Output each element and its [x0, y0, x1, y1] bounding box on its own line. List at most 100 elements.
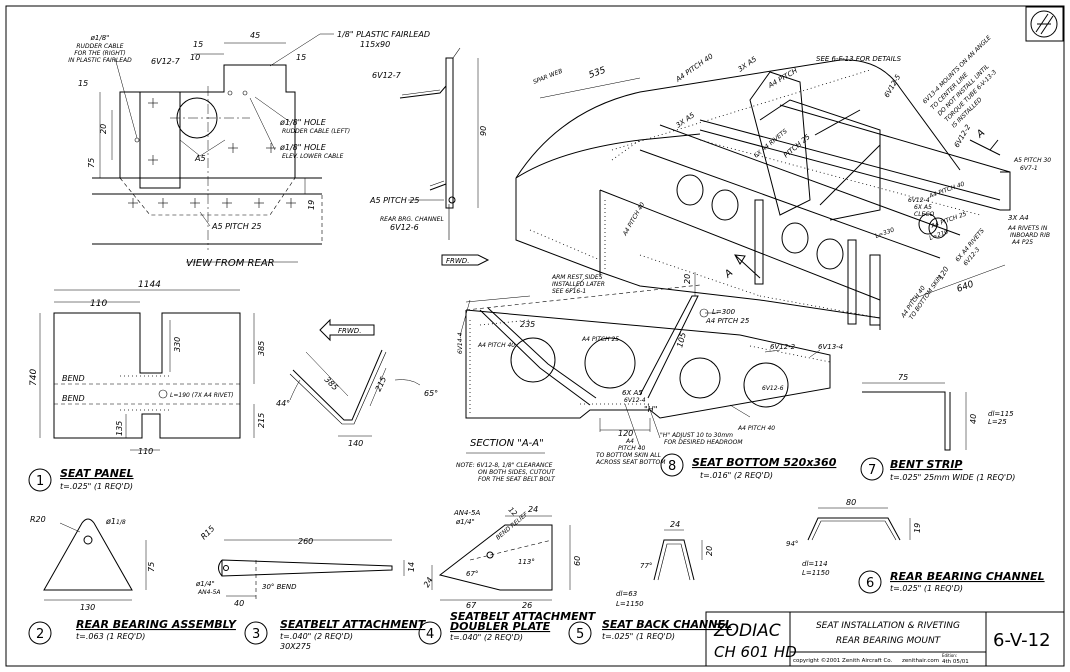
zenith-logo-icon	[1025, 6, 1064, 42]
panel-dim-110b: 110	[138, 447, 153, 456]
pitch-label: A5 PITCH 25	[211, 222, 262, 231]
iso-l210: L=210	[928, 228, 949, 241]
item-7-number: 7	[868, 463, 876, 478]
iso-a4p40-side: A4 PITCH 40	[621, 201, 646, 238]
dim-20: 20	[99, 124, 108, 134]
iso-cleco-3: CLECO	[914, 211, 935, 218]
side-detail	[399, 47, 490, 266]
arm-rest-3: SEE 6F16-1	[552, 288, 586, 295]
profile-angle-44: 44°	[276, 399, 290, 408]
sec-dim-235: 235	[520, 320, 535, 329]
item-3-size: 30X275	[280, 642, 311, 651]
rbc-dim-19: 19	[913, 523, 922, 533]
iso-a4p40a: A4 PITCH 40	[674, 52, 715, 84]
iso-a4p40b: A4 PITCH 40	[927, 181, 965, 201]
fairlead-label: 1/8" PLASTIC FAIRLEAD	[337, 30, 430, 39]
isometric-view	[515, 59, 1011, 330]
strip-dl-1: dl=115	[988, 410, 1014, 418]
iso-6v12-5: 6V12-5	[883, 73, 903, 99]
dim-45: 45	[250, 31, 260, 40]
iso-riv-in-3: A4 P25	[1011, 239, 1033, 246]
iso-section-a-left: A	[722, 267, 735, 281]
arm-rest-2: INSTALLED LATER	[552, 281, 605, 288]
sec-bottom-2: PITCH 40	[618, 445, 645, 452]
view-from-rear-caption: VIEW FROM REAR	[186, 258, 275, 269]
dp-dim-24a: 24	[528, 505, 538, 514]
dim-10: 10	[190, 53, 200, 62]
title-model: CH 601 HD	[714, 643, 797, 661]
iso-a5p30-1: A5 PITCH 30	[1013, 157, 1051, 164]
item-2-number: 2	[36, 627, 44, 642]
item-3-title: SEATBELT ATTACHMENT	[280, 618, 427, 631]
bent-strip-drawing	[862, 382, 967, 451]
seatbelt-attachment-drawing	[218, 539, 405, 600]
dim-15a: 15	[193, 40, 203, 49]
title-line-2: REAR BEARING MOUNT	[836, 636, 942, 646]
panel-dim-740: 740	[29, 369, 39, 386]
sec-l300-2: A4 PITCH 25	[705, 317, 750, 325]
sbc-dim-20: 20	[705, 546, 714, 556]
bend-label-2: BEND	[62, 394, 85, 403]
profile-angle-65: 65°	[424, 389, 438, 398]
item-7-title: BENT STRIP	[890, 458, 963, 471]
rba-dim-130: 130	[80, 603, 95, 612]
iso-spar-web: SPAR WEB	[532, 68, 564, 86]
sec-note-3: FOR THE SEAT BELT BOLT	[478, 476, 556, 483]
sec-note-1: NOTE: 6V12-8, 1/8" CLEARANCE	[456, 462, 553, 469]
sec-a4p40b: A4 PITCH 40	[737, 425, 775, 432]
iso-dim-640: 640	[956, 279, 976, 294]
title-line-1: SEAT INSTALLATION & RIVETING	[816, 621, 960, 631]
rba-hole: ø1	[105, 517, 116, 526]
panel-dim-330: 330	[173, 337, 182, 352]
rear-bearing-assembly-drawing	[43, 518, 147, 601]
doubler-plate-drawing	[431, 515, 571, 601]
item-6-number: 6	[866, 576, 874, 591]
sba-r15: R15	[199, 524, 217, 542]
sba-hole-2: AN4-5A	[197, 589, 221, 596]
sec-bottom-1: A4	[625, 438, 634, 445]
item-1-spec: t=.025" (1 REQ'D)	[60, 482, 133, 491]
panel-dim-385: 385	[257, 341, 266, 356]
sec-a4p40: A4 PITCH 40	[477, 342, 515, 349]
item-8-spec: t=.016" (2 REQ'D)	[700, 471, 773, 480]
sba-bend: 30° BEND	[262, 583, 297, 591]
sheet-border	[5, 5, 1065, 667]
hole2-sub: ELEV. LOWER CABLE	[282, 153, 344, 160]
sec-a4p25: A4 PITCH 25	[581, 336, 619, 343]
sba-dim-40: 40	[234, 599, 244, 608]
sec-6v12-2: 6V12-2	[770, 343, 796, 351]
item-7-spec: t=.025" 25mm WIDE (1 REQ'D)	[890, 473, 1015, 482]
profile-dim-385: 385	[323, 375, 340, 392]
item-1-title: SEAT PANEL	[60, 467, 134, 480]
iso-a4pitch: A4 PITCH	[766, 66, 799, 90]
dp-dim-24b: 24	[422, 576, 435, 589]
strip-dim-40: 40	[969, 414, 978, 424]
title-edition-label: Edition:	[942, 653, 957, 658]
item-number-circles	[28, 453, 884, 645]
rudder-note-1: ø1/8"	[90, 34, 110, 42]
item-5-number: 5	[576, 627, 584, 642]
iso-3xa5a: 3X A5	[737, 55, 759, 74]
side-dim-90: 90	[479, 126, 488, 136]
seat-panel-drawing	[39, 289, 421, 451]
rear-bearing-channel-drawing	[807, 507, 911, 541]
dp-dim-67: 67	[466, 601, 477, 610]
rudder-note-2: RUDDER CABLE	[76, 43, 123, 50]
hole1-label: ø1/8" HOLE	[279, 118, 327, 127]
iso-a4p25: A4 PITCH 25	[929, 211, 967, 231]
rudder-note-3: FOR THE (RIGHT)	[74, 50, 126, 57]
sec-h: "H"	[644, 405, 657, 414]
item-6-title: REAR BEARING CHANNEL	[890, 570, 1045, 583]
item-4-spec: t=.040" (2 REQ'D)	[450, 633, 523, 642]
item-5-spec: t=.025" (1 REQ'D)	[602, 632, 675, 641]
part-6v12-7-label: 6V12-7	[151, 57, 181, 66]
rbc-dl-1: dl=114	[802, 560, 828, 568]
title-website: zenithair.com	[902, 658, 939, 664]
forward-label-2: FRWD.	[338, 327, 361, 335]
sec-dim-20: 20	[683, 274, 692, 284]
bend-label-1: BEND	[62, 374, 85, 383]
item-6-spec: t=.025" (1 REQ'D)	[890, 584, 963, 593]
iso-a5p30-2: 6V7-1	[1020, 165, 1038, 172]
sbc-dl-1: dl=63	[616, 590, 637, 598]
